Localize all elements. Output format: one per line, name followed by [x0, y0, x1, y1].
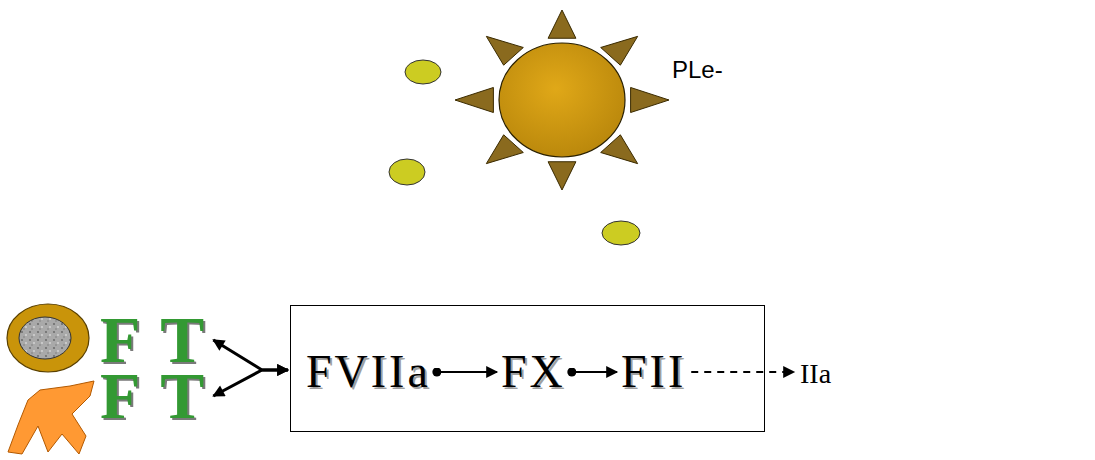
node-text: FVIIa: [306, 349, 431, 395]
sun-ray: [548, 10, 576, 38]
factor-label: FX: [501, 349, 566, 395]
node-text: PLe-: [672, 58, 723, 82]
granule: [405, 60, 441, 84]
node-text: FII: [621, 349, 686, 395]
platelet-node: PLe-: [450, 5, 750, 200]
sun-ray: [548, 162, 576, 190]
node-text: FT: [100, 363, 224, 429]
flow-arrow: [691, 371, 794, 373]
cascade-box: FVIIa FX FII: [290, 305, 765, 432]
granule: [602, 221, 640, 245]
cell-body: [7, 304, 89, 372]
flow-arrow: [213, 340, 288, 370]
sun-ray: [455, 87, 493, 112]
node-text: FX: [501, 349, 566, 395]
node-text: IIa: [800, 360, 831, 388]
flow-arrow: [213, 370, 288, 396]
sun-shape: [450, 5, 750, 200]
platelet-body: [499, 43, 625, 157]
factor-label: FII: [621, 349, 686, 395]
particle-shape: [8, 381, 94, 454]
factor-label: FVIIa: [306, 349, 431, 395]
granule: [389, 159, 425, 185]
flow-arrow: [572, 371, 617, 373]
particle-node: FT: [4, 370, 210, 458]
sun-ray: [631, 87, 669, 112]
cell-nucleus: [19, 317, 71, 359]
flow-arrow: [437, 371, 497, 373]
product-label: IIa: [800, 360, 831, 388]
